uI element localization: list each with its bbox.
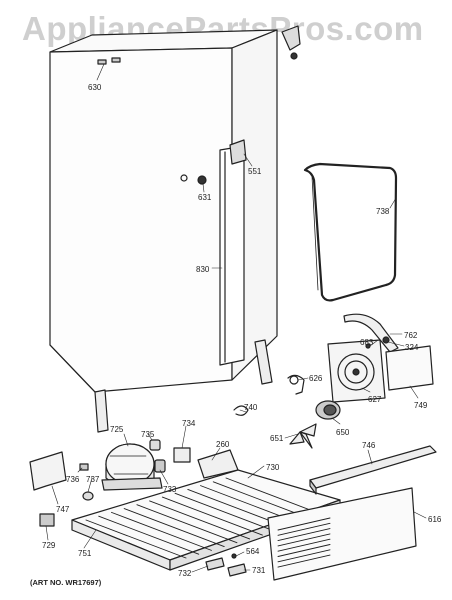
label-564: 564 xyxy=(246,547,260,556)
terminal-734 xyxy=(173,447,191,463)
art-number: (ART NO. WR17697) xyxy=(30,578,102,587)
label-631: 631 xyxy=(198,193,212,202)
compressor xyxy=(101,443,163,491)
grommet-736 xyxy=(79,463,89,471)
part-labels: 630 551 631 830 738 762 683 324 626 627 … xyxy=(42,83,442,578)
label-747: 747 xyxy=(56,505,70,514)
label-626: 626 xyxy=(309,374,323,383)
tube-740 xyxy=(233,405,249,416)
label-735: 735 xyxy=(141,430,155,439)
overload-733 xyxy=(154,459,166,473)
label-627: 627 xyxy=(368,395,382,404)
label-651: 651 xyxy=(270,434,284,443)
label-734: 734 xyxy=(182,419,196,428)
label-551: 551 xyxy=(248,167,262,176)
label-630: 630 xyxy=(88,83,102,92)
label-650: 650 xyxy=(336,428,350,437)
label-732: 732 xyxy=(178,569,192,578)
label-725: 725 xyxy=(110,425,124,434)
motor-bracket xyxy=(287,374,305,395)
label-324: 324 xyxy=(405,343,419,352)
label-731: 731 xyxy=(252,566,266,575)
label-260: 260 xyxy=(216,440,230,449)
clip-732 xyxy=(205,557,225,571)
label-746: 746 xyxy=(362,441,376,450)
label-737: 737 xyxy=(86,475,100,484)
clip-731 xyxy=(227,563,247,577)
fan-shroud xyxy=(327,339,386,403)
label-749: 749 xyxy=(414,401,428,410)
label-751: 751 xyxy=(78,549,92,558)
label-830: 830 xyxy=(196,265,210,274)
bracket-747 xyxy=(29,451,67,491)
fan-cover xyxy=(385,345,434,391)
label-740: 740 xyxy=(244,403,258,412)
grommet-737 xyxy=(82,491,94,501)
label-738: 738 xyxy=(376,207,390,216)
label-729: 729 xyxy=(42,541,56,550)
top-hinge xyxy=(281,25,301,60)
fan-motor xyxy=(315,400,341,420)
label-683: 683 xyxy=(360,338,374,347)
screw-564 xyxy=(231,553,237,559)
relay-735 xyxy=(149,439,161,451)
label-733: 733 xyxy=(163,485,177,494)
door-gasket xyxy=(303,162,398,302)
label-730: 730 xyxy=(266,463,280,472)
fan-blade xyxy=(289,423,317,449)
grille-616 xyxy=(267,487,417,581)
label-762: 762 xyxy=(404,331,418,340)
part-729 xyxy=(39,513,55,527)
cabinet xyxy=(49,29,278,433)
label-736: 736 xyxy=(66,475,80,484)
label-616: 616 xyxy=(428,515,442,524)
leader-lines xyxy=(45,63,427,573)
rail-746 xyxy=(309,445,437,489)
